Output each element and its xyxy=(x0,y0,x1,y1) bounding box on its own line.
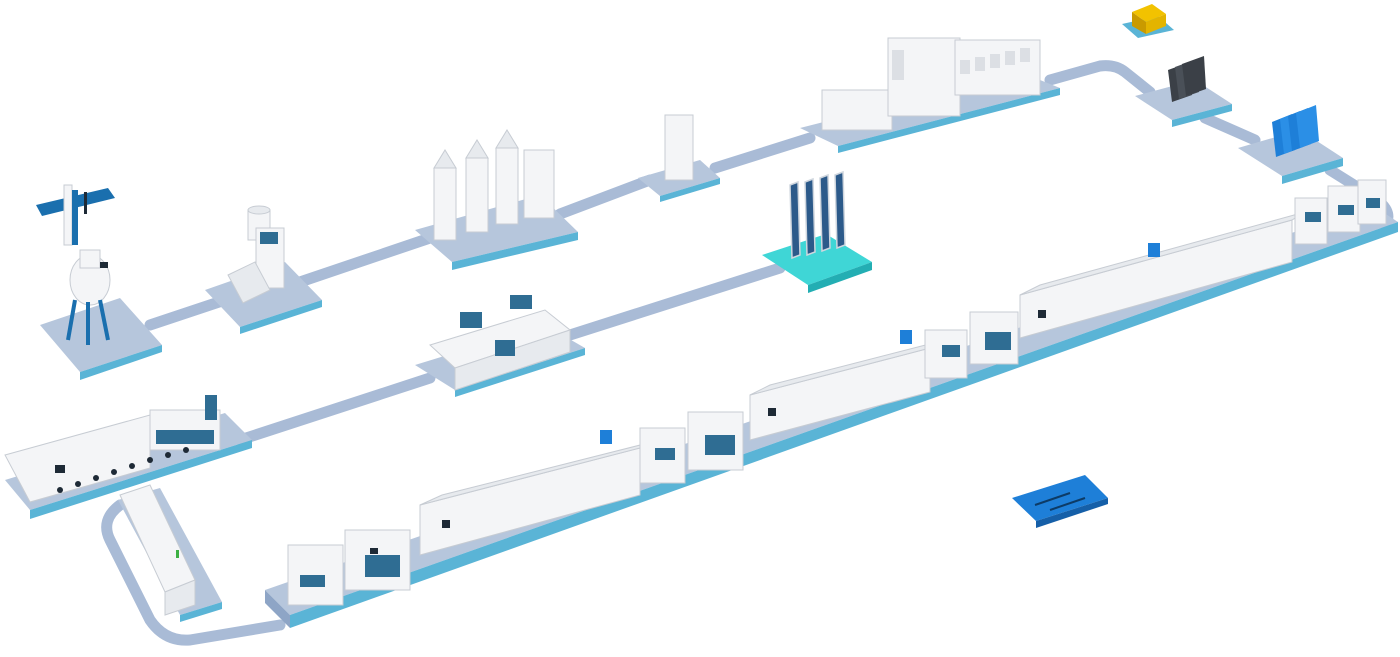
wafer-stack-blue xyxy=(1272,105,1319,157)
wire-saw-unit xyxy=(429,295,572,391)
cell-production-line xyxy=(287,179,1387,606)
line-module-3 xyxy=(924,311,1019,379)
storage-cabinet xyxy=(664,114,694,181)
conveyor-lower xyxy=(101,499,286,646)
blue-solar-panel xyxy=(1012,475,1108,528)
silo-tanks xyxy=(433,129,555,241)
ingot-grinder xyxy=(227,205,285,304)
conveyor-middle xyxy=(234,262,786,446)
wafer-stack-dark xyxy=(1168,56,1206,102)
conveyor-upper xyxy=(144,60,1394,331)
line-module-4 xyxy=(1294,179,1387,245)
washing-line xyxy=(821,37,1041,131)
line-furnace-3 xyxy=(1019,211,1306,339)
conveyor-network xyxy=(101,60,1394,646)
line-furnace-1 xyxy=(419,430,661,556)
crystal-puller-tower xyxy=(36,184,115,345)
line-module-2 xyxy=(639,411,744,484)
wafer-rack-cyan xyxy=(762,170,872,293)
line-module-1 xyxy=(287,529,411,606)
gold-material-box xyxy=(1132,4,1166,34)
loader-cabinet xyxy=(119,484,196,616)
wafer-inspection-unit xyxy=(4,395,221,503)
